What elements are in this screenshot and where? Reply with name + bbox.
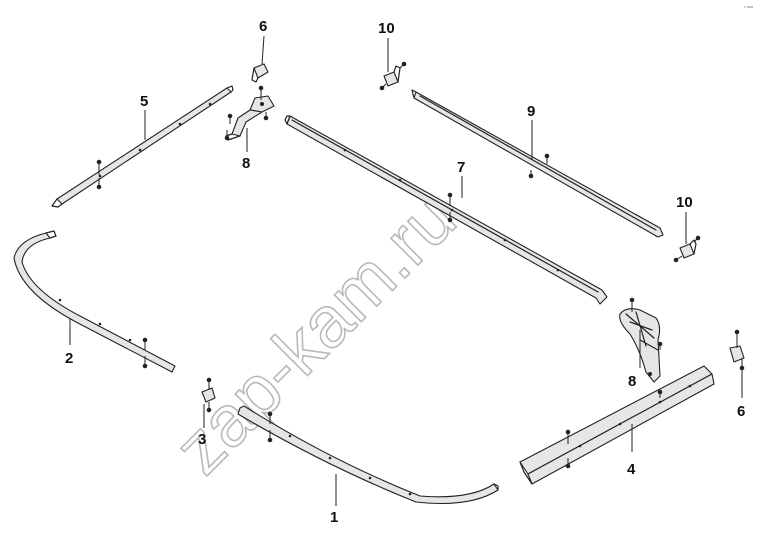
part-7-strip	[284, 115, 608, 305]
part-4-strip	[519, 365, 715, 485]
part-3-screws	[206, 377, 212, 413]
part-1-screws	[267, 411, 273, 443]
callout-4: 4	[627, 461, 636, 478]
part-10-clip-top	[383, 65, 401, 87]
part-8-bracket-top	[225, 95, 275, 141]
part-7-screws	[447, 192, 453, 223]
corner-mark: r ooo	[744, 4, 754, 9]
callout-3: 3	[198, 431, 206, 448]
callout-5: 5	[140, 93, 148, 110]
callout-6-right: 6	[737, 403, 745, 420]
callout-1: 1	[330, 509, 338, 526]
callout-8-top: 8	[242, 155, 250, 172]
part-1-strip	[237, 405, 499, 504]
callout-10-right: 10	[676, 194, 693, 211]
leader-6-top	[261, 35, 265, 65]
part-9-strip	[411, 89, 664, 238]
callout-2: 2	[65, 350, 73, 367]
part-5-strip	[51, 85, 234, 208]
part-5-screws	[96, 159, 102, 190]
part-2-strip	[13, 230, 176, 373]
callout-7: 7	[457, 159, 465, 176]
part-8-screws-right	[629, 297, 663, 350]
part-8-screws-top	[224, 85, 269, 141]
part-6-screws-right	[734, 329, 745, 371]
watermark: zap-kam.ru	[160, 178, 471, 489]
part-10-clip-right	[679, 239, 697, 259]
callout-10-top: 10	[378, 20, 395, 37]
part-4-screws	[565, 389, 663, 469]
part-9-screws	[528, 153, 550, 179]
part-6-clip-top	[251, 63, 269, 83]
part-10-screws-top	[379, 61, 407, 91]
callout-6-top: 6	[259, 18, 267, 35]
part-10-screws-right	[673, 235, 701, 263]
callout-8-right: 8	[628, 373, 636, 390]
part-2-screws	[142, 337, 148, 369]
callout-9: 9	[527, 103, 535, 120]
